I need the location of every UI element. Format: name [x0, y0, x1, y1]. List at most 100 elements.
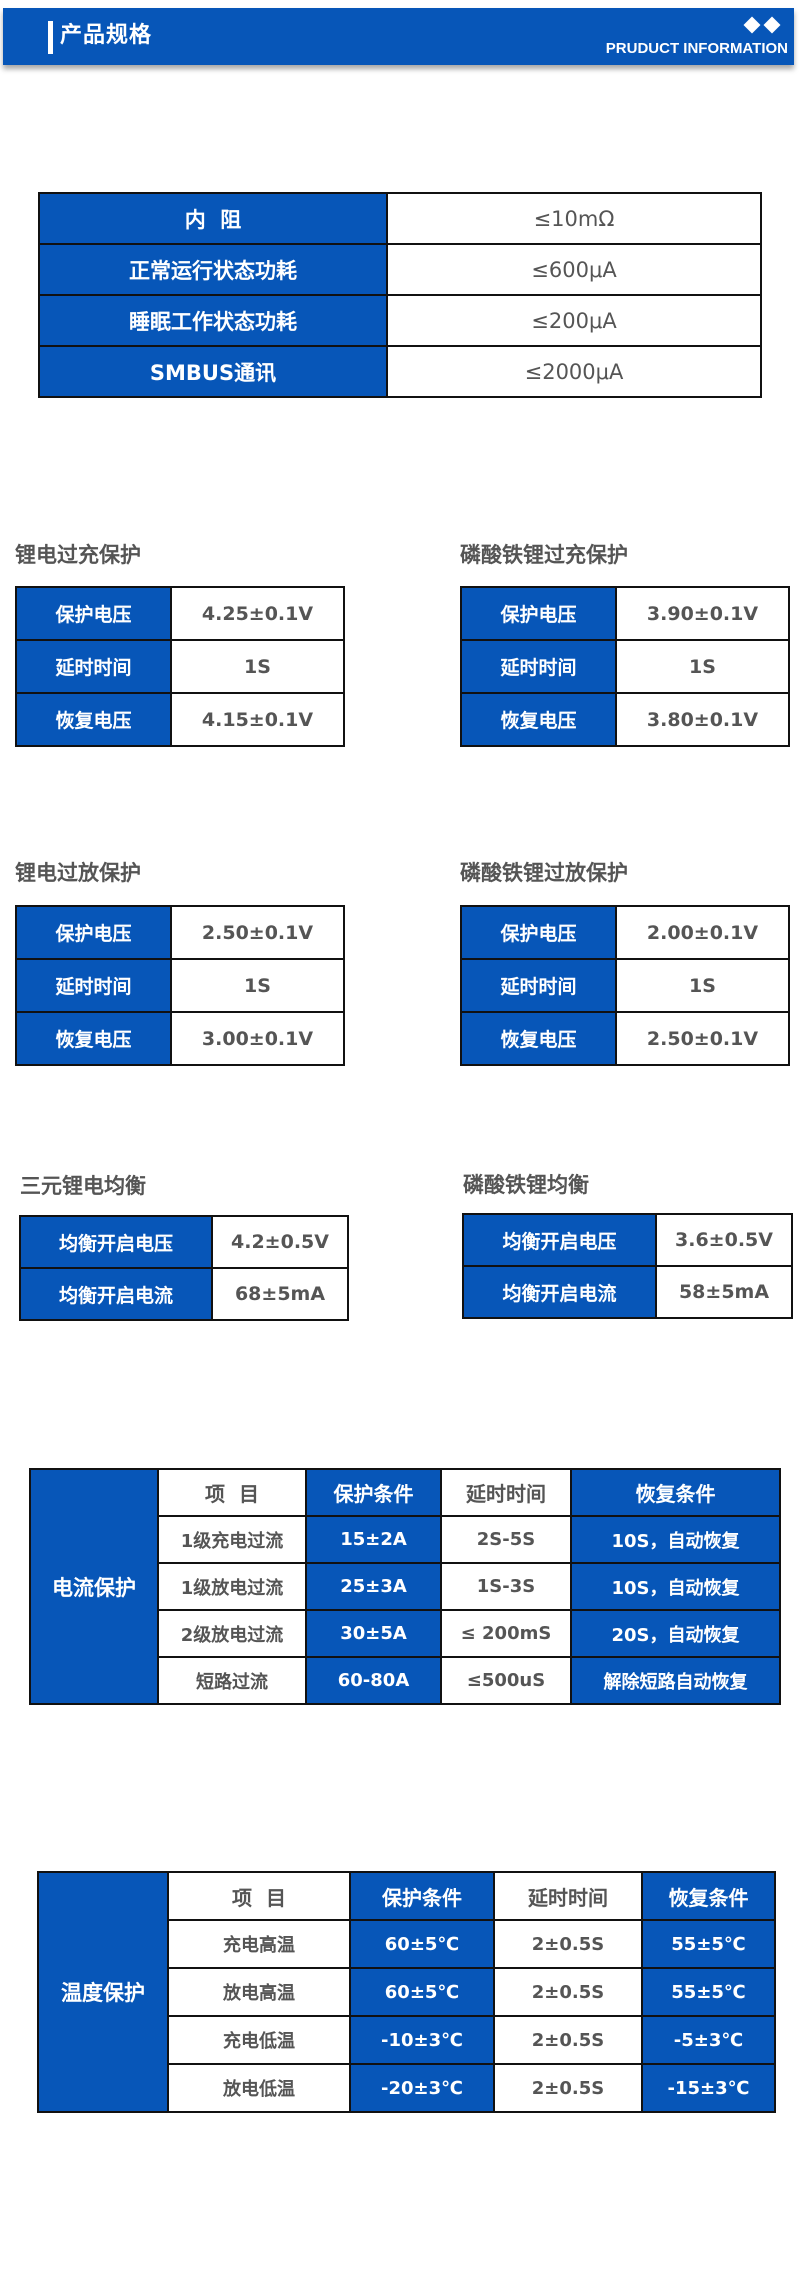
cell-protect: 60±5℃	[349, 1967, 495, 2017]
temperature-protection-label: 温度保护	[37, 1871, 169, 2113]
cell-protect: 15±2A	[305, 1515, 442, 1564]
table-row: 均衡开启电压 4.2±0.5V	[19, 1215, 349, 1269]
spec-value: ≤10mΩ	[386, 192, 762, 245]
table-row: 延时时间 1S	[460, 958, 790, 1013]
cell-recover: 55±5℃	[641, 1919, 776, 1969]
table-row: 保护电压 4.25±0.1V	[15, 586, 345, 641]
cell-protect: -20±3℃	[349, 2063, 495, 2113]
table-row: 均衡开启电流 68±5mA	[19, 1267, 349, 1321]
cell-delay: ≤ 200mS	[440, 1609, 572, 1658]
cell-item: 充电高温	[167, 1919, 351, 1969]
cell-protect: 25±3A	[305, 1562, 442, 1611]
temperature-protection-table: 温度保护 项 目 保护条件 延时时间 恢复条件 充电高温 60±5℃ 2±0.5…	[37, 1871, 776, 2113]
column-header-protect: 保护条件	[305, 1468, 442, 1517]
cell-item: 短路过流	[157, 1656, 307, 1705]
row-label: 延时时间	[15, 958, 172, 1013]
table-row: 放电高温 60±5℃ 2±0.5S 55±5℃	[38, 1967, 776, 2017]
table-row: 充电高温 60±5℃ 2±0.5S 55±5℃	[38, 1919, 776, 1969]
row-value: 2.50±0.1V	[170, 905, 345, 960]
diamonds-icon	[742, 16, 782, 34]
row-label: 恢复电压	[460, 692, 617, 747]
section-header: 产品规格 PRUDUCT INFORMATION	[3, 8, 794, 65]
cell-delay: ≤500uS	[440, 1656, 572, 1705]
table-row: 1级放电过流 25±3A 1S-3S 10S，自动恢复	[30, 1562, 781, 1611]
li-overdischarge-table: 保护电压 2.50±0.1V 延时时间 1S 恢复电压 3.00±0.1V	[15, 905, 345, 1066]
spec-value: ≤200μA	[386, 294, 762, 347]
table-row: 均衡开启电流 58±5mA	[462, 1265, 793, 1319]
table-row: 均衡开启电压 3.6±0.5V	[462, 1213, 793, 1267]
ternary-balance-table: 均衡开启电压 4.2±0.5V 均衡开启电流 68±5mA	[19, 1215, 349, 1321]
table-row: 延时时间 1S	[15, 958, 345, 1013]
lfp-balance-table: 均衡开启电压 3.6±0.5V 均衡开启电流 58±5mA	[462, 1213, 793, 1319]
spec-label: SMBUS通讯	[38, 345, 388, 398]
table-row: 内 阻 ≤10mΩ	[38, 192, 762, 245]
cell-delay: 2S-5S	[440, 1515, 572, 1564]
lfp-overdischarge-table: 保护电压 2.00±0.1V 延时时间 1S 恢复电压 2.50±0.1V	[460, 905, 790, 1066]
row-label: 恢复电压	[15, 1011, 172, 1066]
current-protection-table: 电流保护 项 目 保护条件 延时时间 恢复条件 1级充电过流 15±2A 2S-…	[29, 1468, 781, 1705]
cell-recover: 10S，自动恢复	[570, 1515, 781, 1564]
row-value: 4.25±0.1V	[170, 586, 345, 641]
cell-recover: 55±5℃	[641, 1967, 776, 2017]
column-header-item: 项 目	[167, 1871, 351, 1921]
table-row: 正常运行状态功耗 ≤600μA	[38, 243, 762, 296]
li-overcharge-table: 保护电压 4.25±0.1V 延时时间 1S 恢复电压 4.15±0.1V	[15, 586, 345, 747]
table-row: 保护电压 2.50±0.1V	[15, 905, 345, 960]
row-value: 4.2±0.5V	[211, 1215, 349, 1269]
row-value: 1S	[170, 958, 345, 1013]
column-header-recover: 恢复条件	[641, 1871, 776, 1921]
column-header-protect: 保护条件	[349, 1871, 495, 1921]
ternary-balance-title: 三元锂电均衡	[20, 1174, 146, 1198]
row-value: 3.00±0.1V	[170, 1011, 345, 1066]
cell-recover: 解除短路自动恢复	[570, 1656, 781, 1705]
column-header-item: 项 目	[157, 1468, 307, 1517]
spec-table: 内 阻 ≤10mΩ 正常运行状态功耗 ≤600μA 睡眠工作状态功耗 ≤200μ…	[38, 192, 762, 398]
diamond-icon	[743, 16, 761, 34]
column-header-delay: 延时时间	[493, 1871, 643, 1921]
row-label: 延时时间	[460, 958, 617, 1013]
cell-protect: -10±3℃	[349, 2015, 495, 2065]
cell-protect: 30±5A	[305, 1609, 442, 1658]
table-row: 恢复电压 3.00±0.1V	[15, 1011, 345, 1066]
row-value: 1S	[170, 639, 345, 694]
row-label: 均衡开启电压	[19, 1215, 213, 1269]
row-value: 2.50±0.1V	[615, 1011, 790, 1066]
row-label: 保护电压	[15, 905, 172, 960]
spec-label: 正常运行状态功耗	[38, 243, 388, 296]
cell-item: 1级充电过流	[157, 1515, 307, 1564]
table-header-row: 电流保护 项 目 保护条件 延时时间 恢复条件	[29, 1468, 781, 1705]
cell-item: 2级放电过流	[157, 1609, 307, 1658]
table-row: 延时时间 1S	[460, 639, 790, 694]
row-label: 保护电压	[460, 586, 617, 641]
cell-delay: 2±0.5S	[493, 1967, 643, 2017]
row-value: 2.00±0.1V	[615, 905, 790, 960]
lfp-overcharge-table: 保护电压 3.90±0.1V 延时时间 1S 恢复电压 3.80±0.1V	[460, 586, 790, 747]
current-protection-label: 电流保护	[29, 1468, 159, 1705]
cell-item: 充电低温	[167, 2015, 351, 2065]
cell-recover: 10S，自动恢复	[570, 1562, 781, 1611]
table-header-row: 温度保护 项 目 保护条件 延时时间 恢复条件	[37, 1871, 776, 2113]
spec-value: ≤2000μA	[386, 345, 762, 398]
row-label: 恢复电压	[460, 1011, 617, 1066]
cell-item: 放电高温	[167, 1967, 351, 2017]
row-label: 均衡开启电压	[462, 1213, 657, 1267]
cell-recover: -5±3℃	[641, 2015, 776, 2065]
row-value: 4.15±0.1V	[170, 692, 345, 747]
row-label: 延时时间	[460, 639, 617, 694]
lfp-overcharge-title: 磷酸铁锂过充保护	[460, 543, 628, 567]
cell-delay: 2±0.5S	[493, 2063, 643, 2113]
header-subtitle: PRUDUCT INFORMATION	[605, 40, 788, 57]
cell-item: 放电低温	[167, 2063, 351, 2113]
table-row: 短路过流 60-80A ≤500uS 解除短路自动恢复	[30, 1656, 781, 1705]
li-overdischarge-title: 锂电过放保护	[15, 861, 141, 885]
row-value: 58±5mA	[655, 1265, 793, 1319]
cell-delay: 1S-3S	[440, 1562, 572, 1611]
column-header-recover: 恢复条件	[570, 1468, 781, 1517]
table-row: 恢复电压 4.15±0.1V	[15, 692, 345, 747]
lfp-balance-title: 磷酸铁锂均衡	[463, 1173, 589, 1197]
table-row: 1级充电过流 15±2A 2S-5S 10S，自动恢复	[30, 1515, 781, 1564]
row-label: 恢复电压	[15, 692, 172, 747]
table-row: 睡眠工作状态功耗 ≤200μA	[38, 294, 762, 347]
row-value: 1S	[615, 958, 790, 1013]
row-label: 延时时间	[15, 639, 172, 694]
